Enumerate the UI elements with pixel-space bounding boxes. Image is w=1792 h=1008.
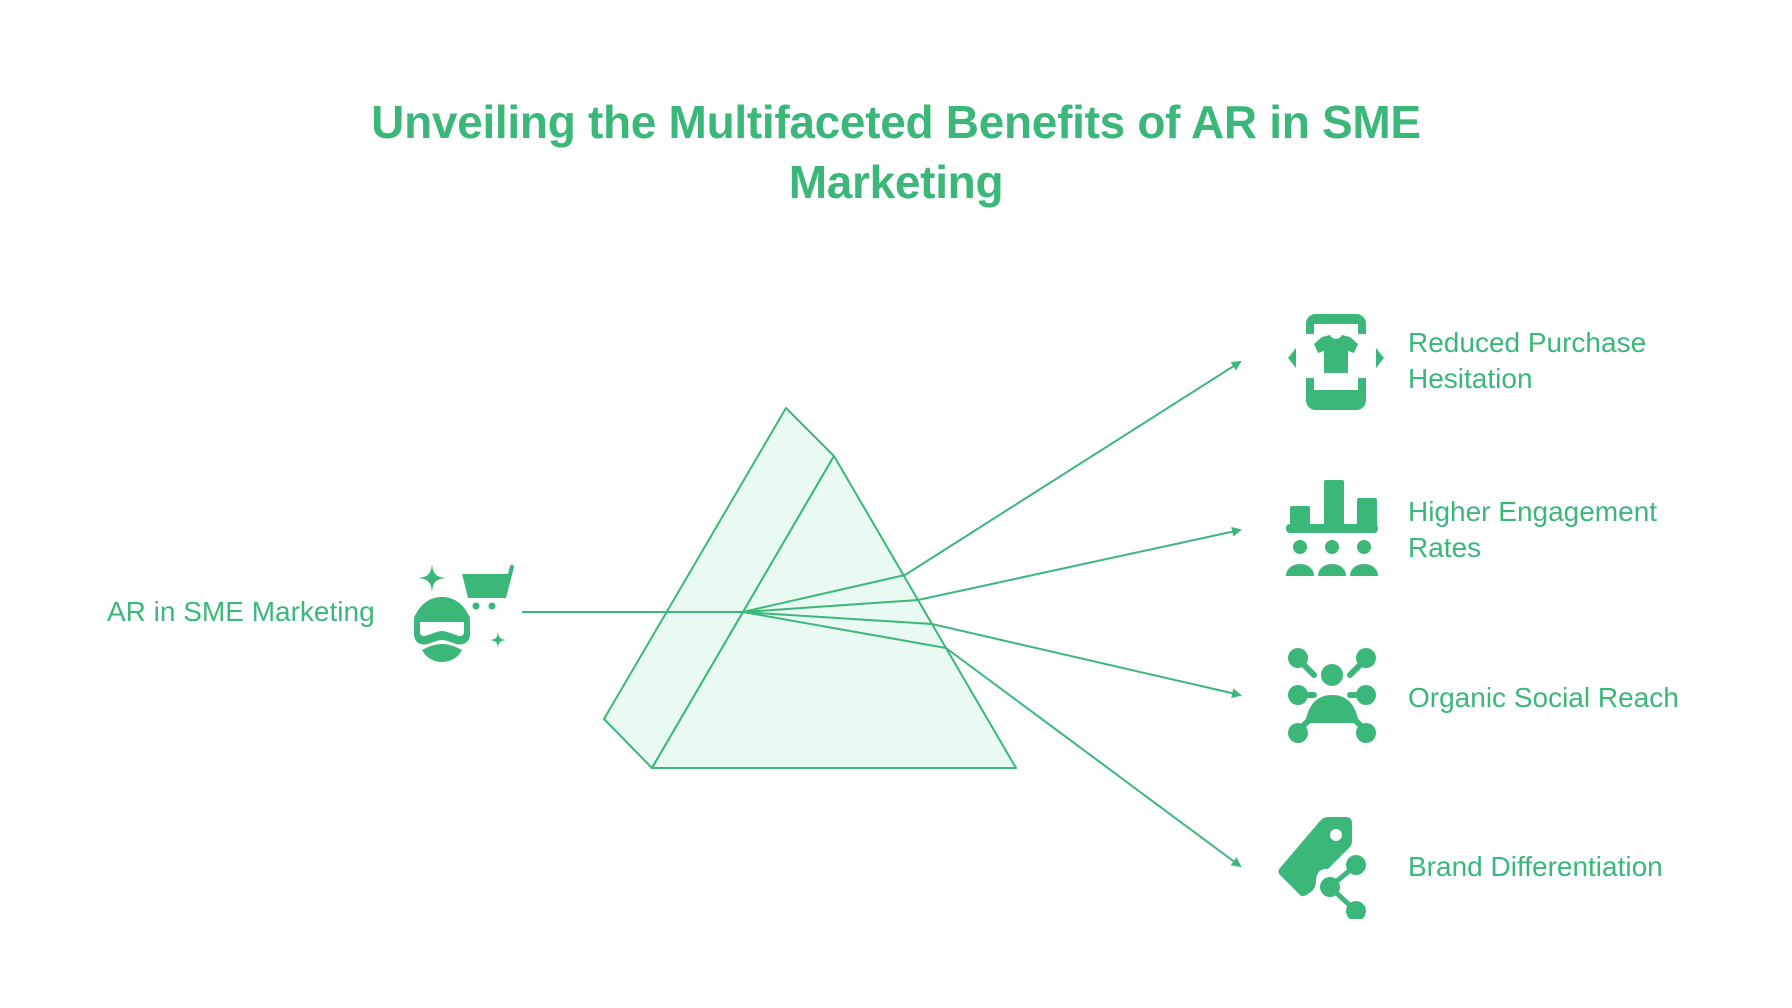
title-line-2: Marketing xyxy=(788,156,1004,208)
output-label-higher-engagement-rates: Higher Engagement Rates xyxy=(1408,496,1658,563)
arrow-brand-differentiation xyxy=(945,647,1242,868)
arrow-organic-social-reach xyxy=(931,623,1242,699)
page-title: Unveiling the Multifaceted Benefits of A… xyxy=(0,92,1792,212)
title-line-1: Unveiling the Multifaceted Benefits of A… xyxy=(371,96,1421,148)
source-label: AR in SME Marketing xyxy=(107,596,375,627)
output-arrows xyxy=(904,360,1242,868)
output-label-reduced-purchase-hesitation: Reduced Purchase Hesitation xyxy=(1408,327,1647,394)
output-label-brand-differentiation: Brand Differentiation xyxy=(1408,851,1663,882)
person-network-icon xyxy=(1276,645,1380,749)
phone-tshirt-ar-icon xyxy=(1284,310,1388,414)
prism xyxy=(603,407,1017,769)
arrow-reduced-purchase-hesitation xyxy=(904,360,1242,576)
arrow-higher-engagement-rates xyxy=(917,526,1242,601)
ar-headset-shopping-icon xyxy=(412,562,516,666)
dispersion-rays xyxy=(742,574,947,649)
bar-chart-audience-icon xyxy=(1276,478,1380,582)
tag-share-icon xyxy=(1276,815,1380,921)
output-label-organic-social-reach: Organic Social Reach xyxy=(1408,682,1679,713)
